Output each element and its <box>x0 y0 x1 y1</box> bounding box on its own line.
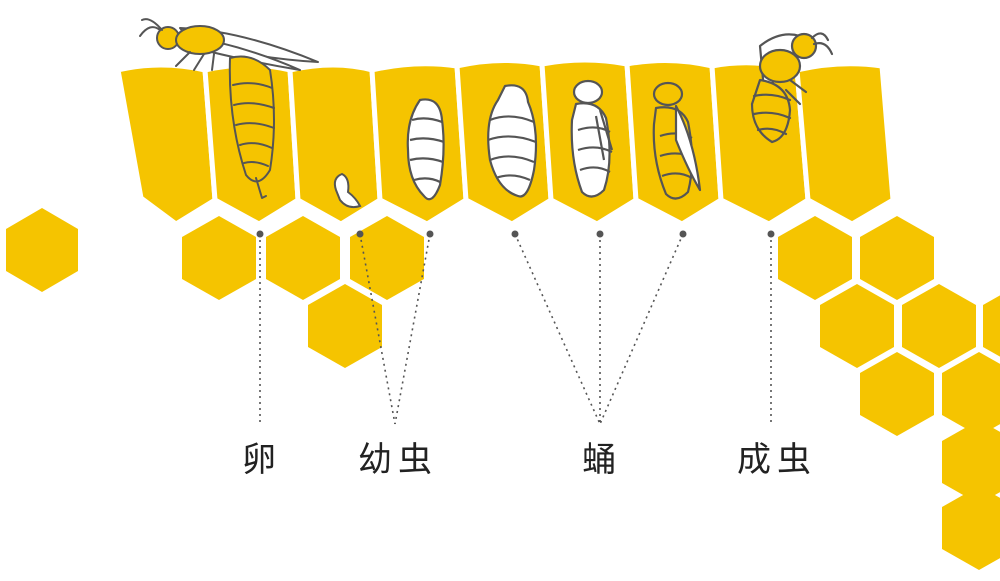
stage-label-pupa: 蛹 <box>582 432 622 481</box>
stage-label-adult: 成虫 <box>737 432 817 481</box>
comb-cell <box>290 65 380 224</box>
hex-cell <box>942 486 1000 570</box>
hex-cell <box>820 284 894 368</box>
hex-cell <box>983 284 1000 368</box>
comb-cell <box>118 65 215 224</box>
hex-cell <box>860 352 934 436</box>
hex-cell <box>778 216 852 300</box>
comb-cell <box>797 64 893 224</box>
hex-cell <box>6 208 78 292</box>
hex-cell <box>182 216 256 300</box>
hex-cell <box>902 284 976 368</box>
hex-cell <box>350 216 424 300</box>
hex-cell <box>266 216 340 300</box>
stage-label-egg: 卵 <box>242 432 282 481</box>
hex-cell <box>860 216 934 300</box>
leader-line-pupa <box>515 234 600 424</box>
hex-cell <box>942 352 1000 436</box>
stage-label-larva: 幼虫 <box>358 432 438 481</box>
leader-line-pupa <box>600 234 683 424</box>
hex-cell <box>308 284 382 368</box>
honeycomb-background <box>6 208 1000 570</box>
